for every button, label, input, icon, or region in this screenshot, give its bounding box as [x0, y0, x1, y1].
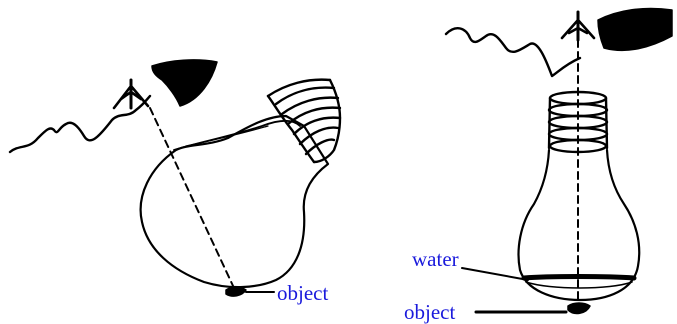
left-hair	[152, 60, 217, 106]
left-bulb-rim	[174, 121, 300, 150]
right-figure	[446, 8, 672, 313]
left-figure	[10, 60, 340, 296]
water-pointer	[462, 268, 528, 280]
object-label-right: object	[404, 302, 455, 323]
left-sight-line	[150, 108, 234, 288]
right-face-profile	[446, 28, 580, 76]
object-label-left: object	[277, 283, 328, 304]
left-face-profile	[10, 96, 150, 152]
right-object	[568, 303, 590, 313]
right-water-surface	[524, 277, 634, 279]
water-label: water	[412, 249, 459, 270]
left-object	[226, 287, 246, 296]
right-hair	[598, 8, 672, 50]
